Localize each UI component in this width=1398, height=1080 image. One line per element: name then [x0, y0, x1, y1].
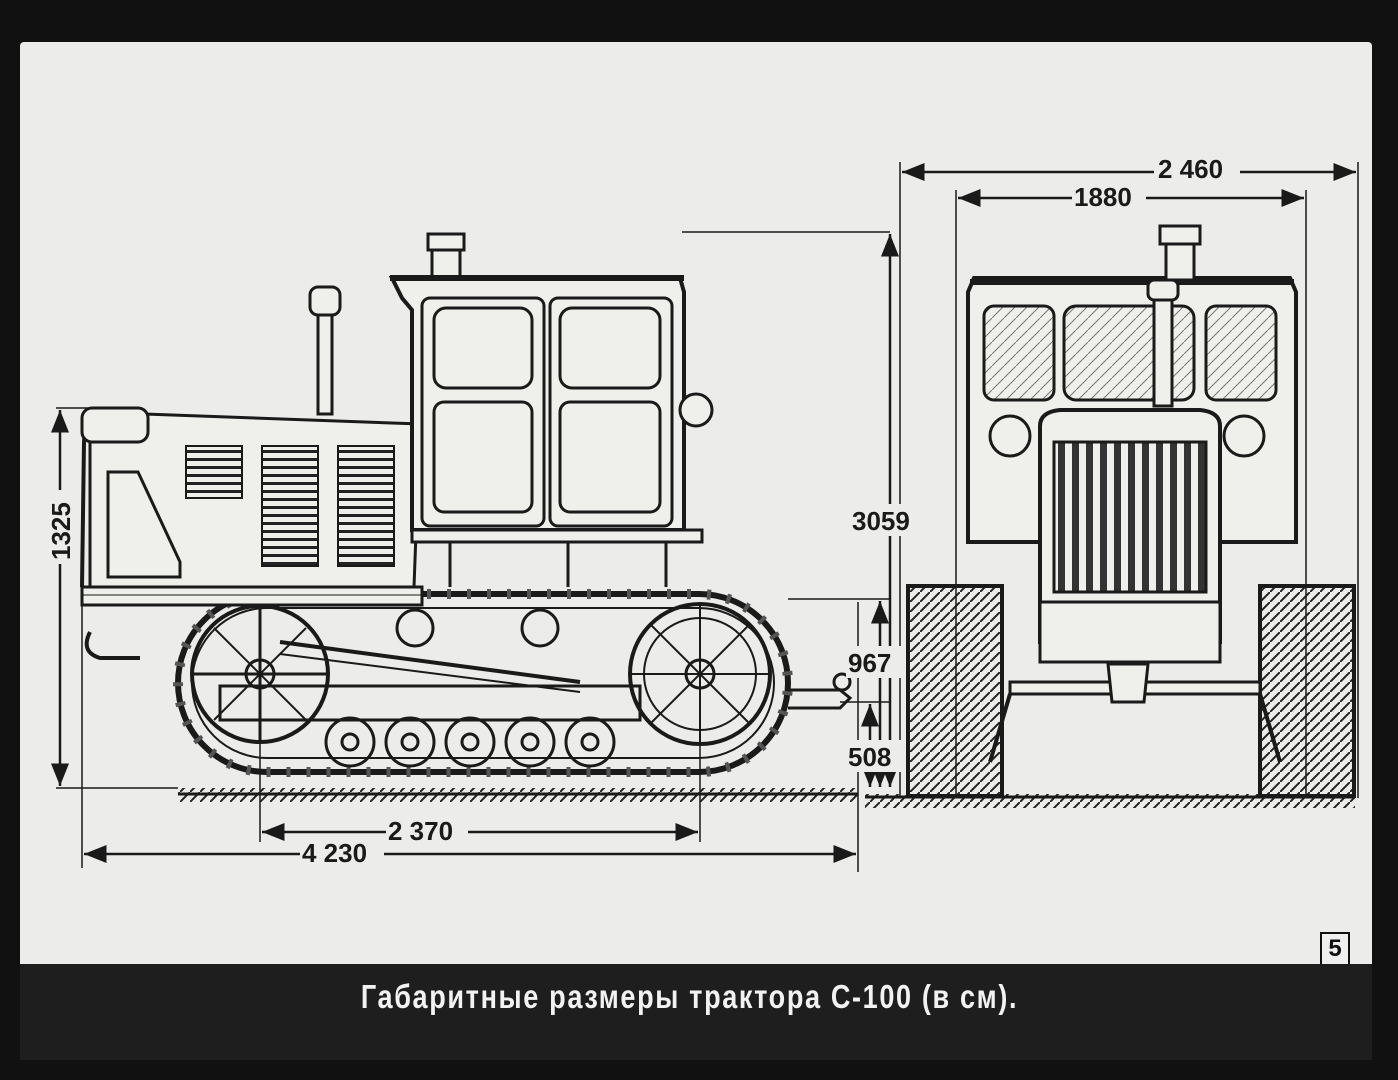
dim-track-gauge: 1880: [1074, 182, 1132, 212]
page-number-badge: 5: [1320, 932, 1350, 966]
dim-hood-height: 1325: [46, 502, 76, 560]
diagram-slide: 2 460 1880 3059 967 508 2 370 4 230 1325: [20, 42, 1372, 964]
tractor-side-view: [80, 232, 853, 777]
dim-overall-length: 4 230: [302, 838, 367, 868]
dim-track-base: 2 370: [388, 816, 453, 846]
tractor-front-view: [906, 224, 1356, 798]
dim-drawbar-height-lower: 508: [848, 742, 891, 772]
tractor-dimension-drawing: 2 460 1880 3059 967 508 2 370 4 230 1325: [46, 154, 1359, 872]
caption-bar: Габаритные размеры трактора С-100 (в см)…: [20, 964, 1372, 1060]
dimension-lines: [51, 163, 1356, 863]
dim-overall-height: 3059: [852, 506, 910, 536]
dimension-labels: 2 460 1880 3059 967 508 2 370 4 230 1325: [46, 154, 1240, 868]
ground-side-view: [178, 788, 858, 802]
dim-overall-width: 2 460: [1158, 154, 1223, 184]
dim-drawbar-height-upper: 967: [848, 648, 891, 678]
slide-caption: Габаритные размеры трактора С-100 (в см)…: [360, 978, 1019, 1015]
